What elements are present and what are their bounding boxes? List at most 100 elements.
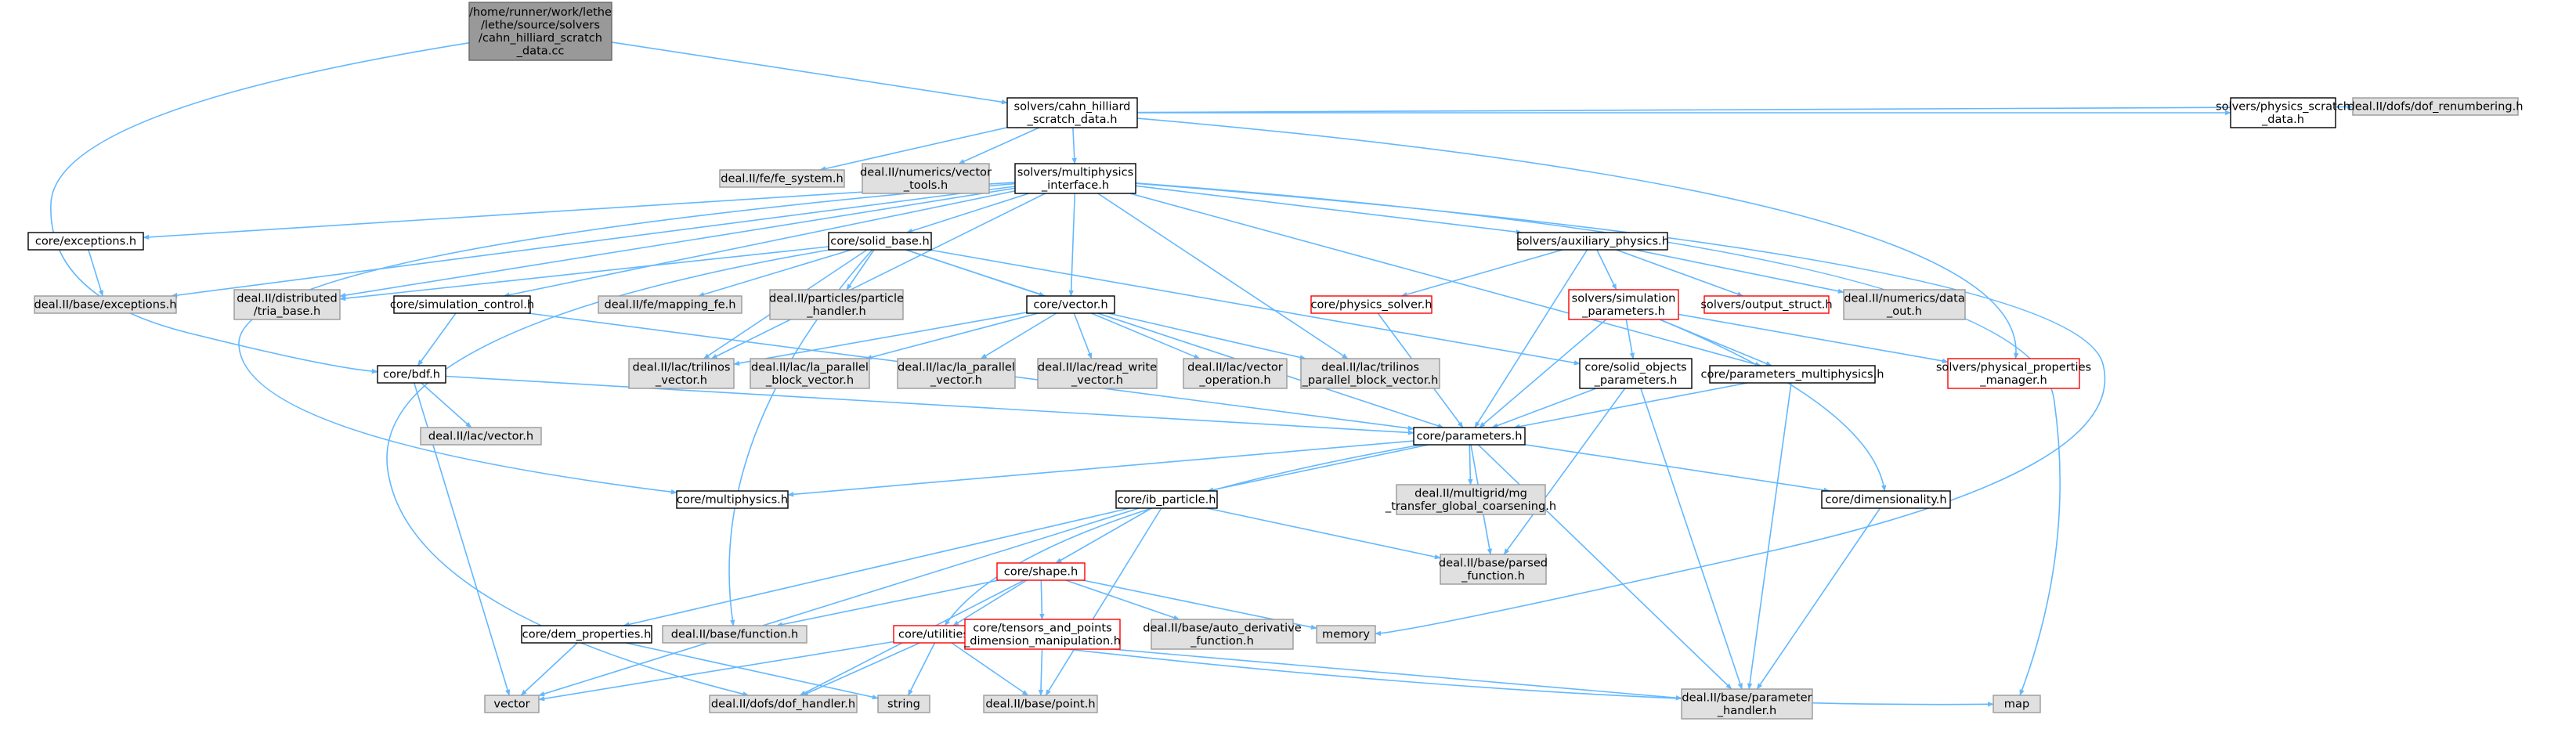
edge-solidobj-to-parsedfunc	[1503, 388, 1626, 555]
node-box-multiphysics	[676, 490, 789, 509]
node-baseexc: deal.II/base/exceptions.h	[34, 295, 177, 314]
node-simparams[interactable]: solvers/simulation_parameters.h	[1568, 289, 1679, 320]
node-box-paramhandler	[1681, 688, 1813, 720]
node-parammulti[interactable]: core/parameters_multiphysics.h	[1700, 365, 1884, 384]
node-label-line: _handler.h	[806, 305, 866, 318]
node-label-line: _tools.h	[903, 179, 948, 192]
node-box-mpi	[1014, 163, 1136, 194]
node-box-simctrl	[393, 295, 531, 314]
node-box-exceptions	[27, 232, 144, 251]
node-box-root	[468, 2, 612, 61]
node-dimensionality[interactable]: core/dimensionality.h	[1821, 490, 1951, 509]
node-chsd[interactable]: solvers/cahn_hilliard_scratch_data.h	[1006, 97, 1138, 128]
node-simctrl[interactable]: core/simulation_control.h	[390, 295, 534, 314]
node-box-dofhandler	[709, 695, 858, 713]
node-box-baseexc	[34, 295, 177, 314]
edge-mpi-to-trilvec	[710, 193, 1046, 359]
node-outstruct[interactable]: solvers/output_struct.h	[1700, 295, 1833, 314]
node-label-line: /lethe/source/solvers	[481, 18, 600, 31]
node-solidbase[interactable]: core/solid_base.h	[828, 232, 932, 251]
edge-solidbase-to-particlehandler	[846, 249, 875, 291]
node-shape[interactable]: core/shape.h	[996, 562, 1086, 581]
node-label-line: deal.II/base/function.h	[671, 628, 799, 641]
node-box-physscratch	[2230, 97, 2336, 128]
edge-shape-to-tensors	[1039, 579, 1045, 620]
edge-params-to-ibparticle	[1207, 444, 1429, 493]
edge-solidobj-to-params	[1491, 388, 1597, 428]
node-trilparblock: deal.II/lac/trilinos_parallel_block_vect…	[1300, 358, 1440, 389]
edge-root-to-chsd	[611, 42, 1008, 105]
node-label-line: core/ib_particle.h	[1117, 493, 1216, 507]
node-box-autoderiv	[1151, 619, 1294, 650]
node-label-line: deal.II/distributed	[237, 291, 338, 305]
node-box-dofrenum	[2352, 97, 2519, 116]
edge-mpi-to-memory	[1135, 182, 2106, 637]
edge-vectorh-to-trilparblock	[1107, 312, 1306, 360]
edge-root-to-bdf	[50, 42, 470, 374]
edge-auxphys-to-dataout	[1635, 249, 1844, 294]
node-box-demprops	[521, 625, 652, 644]
edge-mpi-to-baseexc	[171, 186, 1016, 298]
node-label-line: deal.II/dofs/dof_renumbering.h	[2348, 100, 2524, 114]
node-demprops[interactable]: core/dem_properties.h	[521, 625, 652, 644]
node-exceptions[interactable]: core/exceptions.h	[27, 232, 144, 251]
node-label-line: _interface.h	[1041, 179, 1109, 192]
node-laparblock: deal.II/lac/la_parallel_block_vector.h	[750, 358, 870, 389]
edge-parammulti-to-paramhandler	[1747, 382, 1792, 690]
node-box-map	[1993, 695, 2041, 713]
node-box-memory	[1316, 625, 1376, 644]
node-ibparticle[interactable]: core/ib_particle.h	[1115, 490, 1218, 509]
node-bdf[interactable]: core/bdf.h	[377, 365, 446, 384]
node-label-line: solvers/physics_scratch	[2216, 99, 2350, 113]
node-readwrite: deal.II/lac/read_write_vector.h	[1037, 358, 1158, 389]
node-physsolver[interactable]: core/physics_solver.h	[1310, 295, 1433, 314]
edge-mpi-to-distria	[339, 187, 1016, 298]
node-label-line: deal.II/lac/vector	[1187, 360, 1283, 374]
node-box-dataout	[1843, 289, 1966, 320]
node-particlehandler: deal.II/particles/particle_handler.h	[769, 289, 904, 320]
node-label-line: _scratch_data.h	[1027, 113, 1118, 126]
edge-shape-to-utilities	[952, 579, 1028, 626]
node-label-line: memory	[1322, 628, 1370, 641]
node-label-line: core/parameters_multiphysics.h	[1700, 368, 1884, 381]
node-params[interactable]: core/parameters.h	[1413, 427, 1526, 446]
node-box-solidbase	[828, 232, 932, 251]
node-label-line: _parameters.h	[1581, 305, 1665, 318]
edge-simparams-to-params	[1479, 319, 1607, 428]
edge-params-to-dimensionality	[1524, 444, 1830, 493]
node-label-line: core/tensors_and_points	[973, 621, 1111, 634]
node-box-parsedfunc	[1440, 554, 1547, 585]
edge-ibparticle-to-demprops	[623, 507, 1130, 627]
edge-chsd-to-dofrenum	[1136, 104, 2354, 114]
node-box-chsd	[1006, 97, 1138, 128]
edge-utilities-to-string	[907, 642, 936, 696]
node-physprops[interactable]: solvers/physical_properties_manager.h	[1936, 358, 2091, 389]
node-box-mgtransfer	[1396, 484, 1546, 515]
node-multiphysics[interactable]: core/multiphysics.h	[676, 490, 789, 509]
edge-ibparticle-to-vector	[538, 507, 1140, 697]
node-dataout: deal.II/numerics/data_out.h	[1843, 289, 1966, 320]
node-solidobj[interactable]: core/solid_objects_parameters.h	[1579, 358, 1693, 389]
node-label-line: _function.h	[1190, 634, 1254, 648]
node-box-params	[1413, 427, 1526, 446]
node-box-numvec	[862, 163, 990, 194]
node-vectorh[interactable]: core/vector.h	[1026, 295, 1115, 314]
node-autoderiv: deal.II/base/auto_derivative_function.h	[1143, 619, 1302, 650]
node-physscratch[interactable]: solvers/physics_scratch_data.h	[2216, 97, 2350, 128]
edge-tensors-to-point	[1038, 648, 1044, 696]
node-label-line: _dimension_manipulation.h	[963, 634, 1121, 648]
node-root[interactable]: /home/runner/work/lethe/lethe/source/sol…	[468, 2, 612, 61]
node-auxphys[interactable]: solvers/auxiliary_physics.h	[1516, 232, 1669, 251]
edges-layer	[50, 42, 2354, 707]
node-label-line: core/parameters.h	[1416, 430, 1522, 443]
node-parsedfunc: deal.II/base/parsed_function.h	[1439, 554, 1548, 585]
node-label-line: core/dimensionality.h	[1825, 493, 1946, 507]
node-laparvec: deal.II/lac/la_parallel_vector.h	[897, 358, 1016, 389]
node-tensors[interactable]: core/tensors_and_points_dimension_manipu…	[963, 619, 1121, 650]
node-box-trilparblock	[1300, 358, 1440, 389]
edge-shape-to-autoderiv	[1065, 579, 1180, 620]
node-mpi[interactable]: solvers/multiphysics_interface.h	[1014, 163, 1136, 194]
edge-solidbase-to-distria	[339, 246, 829, 301]
node-box-solidobj	[1579, 358, 1693, 389]
node-utilities[interactable]: core/utilities.h	[893, 625, 985, 644]
